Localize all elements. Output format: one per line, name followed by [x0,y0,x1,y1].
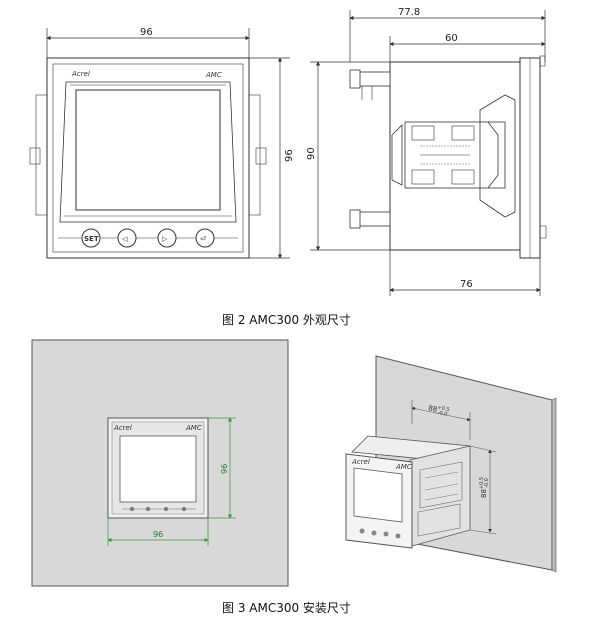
fig3-panel-front: Acrel AMC 96 96 [31,339,289,587]
fig2-front-lcd [75,89,221,211]
fig3-front-model: AMC [185,424,202,432]
fig2-front-brand: Acrel [71,70,90,78]
fig3-cutout-height-tol-lower: -0.0 [484,478,490,488]
fig3-cutout-width-tol-lower: -0.0 [437,410,448,418]
fig2-enter-button [195,228,215,248]
fig3-cutout-width-tol-upper: +0.5 [437,405,450,413]
fig3-iso-brand: Acrel [351,458,370,466]
fig2-front-view: 96 96 Acrel AMC SET ◁ ▷ ⏎ [29,27,295,259]
fig3-iso-model: AMC [395,463,412,471]
fig2-right-button-label: ▷ [162,235,168,243]
fig3-front-width-label: 96 [153,530,163,539]
fig3-cutout-height-label: 88+0.5-0.0 [479,477,490,498]
fig3-cutout-width-label: 88+0.5-0.0 [427,403,450,418]
fig3-front-height-label: 96 [220,464,229,474]
fig3-caption: 图 3 AMC300 安装尺寸 [222,600,351,615]
fig2-front-height-label: 96 [284,149,295,162]
fig3-front-brand: Acrel [113,424,132,432]
fig2-front-width-label: 96 [140,27,153,38]
fig2-front-model: AMC [205,71,222,79]
fig3-isometric-install: Acrel AMC 88+0.5-0.0 88+0.5-0.0 [345,355,557,573]
fig2-side-height-label: 90 [306,147,317,160]
fig2-enter-button-label: ⏎ [200,235,206,243]
fig2-side-body-label: 60 [445,33,458,44]
fig2-set-button [81,228,101,248]
fig2-side-view: 77.8 60 90 76 [306,7,547,296]
fig2-side-overall-label: 77.8 [398,7,420,18]
fig3-meter-lcd [119,435,197,503]
fig2-left-button-label: ◁ [122,235,128,243]
fig2-set-button-label: SET [84,235,99,243]
fig3-cutout-height-tol-upper: +0.5 [479,477,485,489]
fig3-cutout-width-dim [411,406,471,422]
fig3-meter-body-side [409,445,471,547]
fig2-caption: 图 2 AMC300 外观尺寸 [222,313,351,327]
fig2-left-button [117,228,137,248]
fig2-side-depth-label: 76 [460,279,473,290]
fig2-side-body [389,61,521,251]
fig2-right-button [157,228,177,248]
